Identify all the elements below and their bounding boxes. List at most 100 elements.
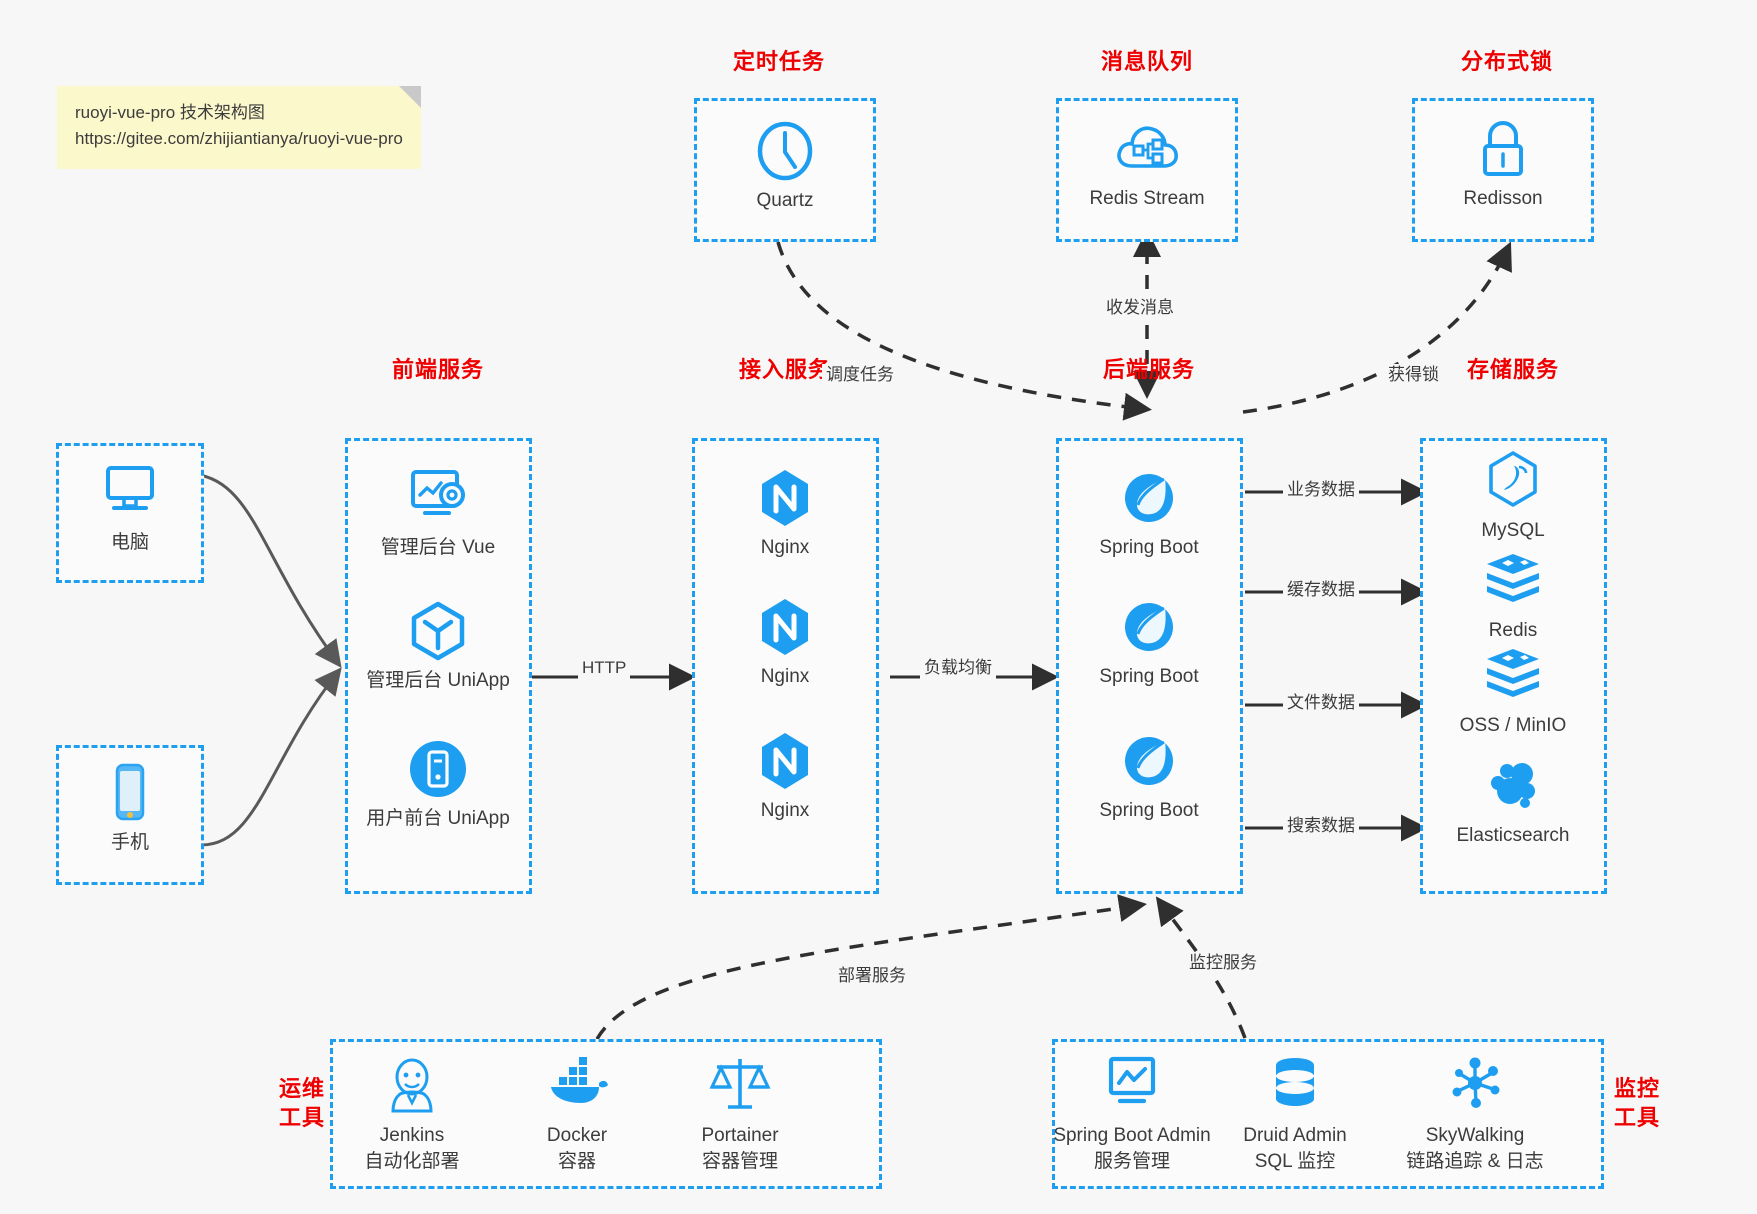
node-druid-admin[interactable]: Druid Admin SQL 监控 <box>1215 1055 1375 1174</box>
node-phone[interactable]: 手机 <box>50 762 210 856</box>
note-url: https://gitee.com/zhijiantianya/ruoyi-vu… <box>75 129 403 149</box>
node-mysql[interactable]: MySQL <box>1433 450 1593 544</box>
edge-label-search-data: 搜索数据 <box>1283 815 1359 838</box>
caption-line-1: 运维 <box>278 1076 325 1101</box>
node-nginx-3[interactable]: Nginx <box>705 730 865 824</box>
node-spring-boot-1[interactable]: Spring Boot <box>1069 467 1229 561</box>
note-fold-corner <box>398 86 421 108</box>
node-computer[interactable]: 电脑 <box>50 462 210 556</box>
edge-phone-to-frontend <box>199 667 342 847</box>
node-label: Elasticsearch <box>1456 825 1570 846</box>
node-label: Nginx <box>760 537 810 558</box>
elasticsearch-icon <box>1433 755 1593 817</box>
node-label: Druid Admin <box>1243 1125 1347 1146</box>
caption-message-queue: 消息队列 <box>1100 49 1193 74</box>
node-docker[interactable]: Docker 容器 <box>497 1055 657 1174</box>
node-oss-minio[interactable]: OSS / MinIO <box>1433 645 1593 739</box>
nginx-icon <box>705 467 865 529</box>
node-label: Docker <box>546 1125 608 1146</box>
admin-dashboard-icon <box>358 467 518 529</box>
node-label: 电脑 <box>110 532 149 553</box>
node-elasticsearch[interactable]: Elasticsearch <box>1433 755 1593 849</box>
node-spring-boot-3[interactable]: Spring Boot <box>1069 730 1229 824</box>
redis-stack-icon <box>1433 550 1593 612</box>
node-jenkins[interactable]: Jenkins 自动化部署 <box>332 1055 492 1174</box>
node-label: Nginx <box>760 666 810 687</box>
node-label: MySQL <box>1481 520 1545 541</box>
node-label: Redis Stream <box>1089 188 1205 209</box>
docker-whale-icon <box>497 1055 657 1117</box>
group-scheduled-task <box>694 98 876 242</box>
node-spring-boot-2[interactable]: Spring Boot <box>1069 596 1229 690</box>
edge-label-business-data: 业务数据 <box>1283 479 1359 502</box>
node-label: Redisson <box>1463 188 1543 209</box>
caption-devops-tools: 运维 工具 <box>255 1075 325 1132</box>
node-sublabel: 容器 <box>557 1150 596 1172</box>
caption-backend-service: 后端服务 <box>1102 357 1195 382</box>
node-label: OSS / MinIO <box>1459 715 1567 736</box>
node-spring-boot-admin[interactable]: Spring Boot Admin 服务管理 <box>1032 1055 1232 1174</box>
spring-boot-admin-monitor-icon <box>1032 1055 1232 1117</box>
skywalking-node-icon <box>1385 1055 1565 1117</box>
node-portainer[interactable]: Portainer 容器管理 <box>660 1055 820 1174</box>
node-label: Spring Boot <box>1099 537 1199 558</box>
node-label: Redis <box>1488 620 1538 641</box>
node-sublabel: 容器管理 <box>701 1150 778 1172</box>
mobile-app-icon <box>358 738 518 800</box>
node-sublabel: 自动化部署 <box>364 1150 460 1172</box>
cloud-stream-icon <box>1067 118 1227 180</box>
node-label: 用户前台 UniApp <box>366 808 510 829</box>
node-redisson[interactable]: Redisson <box>1423 118 1583 212</box>
node-label: 手机 <box>110 832 149 853</box>
node-skywalking[interactable]: SkyWalking 链路追踪 & 日志 <box>1385 1055 1565 1174</box>
edge-label-monitor-service: 监控服务 <box>1185 952 1261 975</box>
lock-icon <box>1423 118 1583 180</box>
edge-computer-to-frontend <box>199 473 342 668</box>
caption-scheduled-task: 定时任务 <box>732 49 825 74</box>
caption-line-2: 工具 <box>278 1104 325 1130</box>
caption-monitor-tools: 监控 工具 <box>1614 1075 1684 1132</box>
node-label: 管理后台 UniApp <box>366 670 510 691</box>
node-redis-stream[interactable]: Redis Stream <box>1067 118 1227 212</box>
node-redis[interactable]: Redis <box>1433 550 1593 644</box>
edge-acquire-lock <box>1242 241 1512 414</box>
nginx-icon <box>705 730 865 792</box>
node-label: Quartz <box>756 190 814 211</box>
clock-icon <box>705 120 865 182</box>
edge-label-acquire-lock: 获得锁 <box>1384 364 1443 387</box>
node-label: SkyWalking <box>1425 1125 1525 1146</box>
node-label: Spring Boot Admin <box>1053 1125 1211 1146</box>
group-monitor-tools <box>1052 1039 1604 1189</box>
caption-line-1: 监控 <box>1614 1076 1661 1101</box>
note-title: ruoyi-vue-pro 技术架构图 <box>75 103 265 122</box>
node-label: Spring Boot <box>1099 800 1199 821</box>
group-message-queue <box>1056 98 1238 242</box>
group-storage-service <box>1420 438 1607 894</box>
node-sublabel: 链路追踪 & 日志 <box>1406 1150 1544 1172</box>
edge-label-send-receive-message: 收发消息 <box>1102 297 1178 320</box>
node-label: 管理后台 Vue <box>380 537 496 558</box>
node-admin-vue[interactable]: 管理后台 Vue <box>358 467 518 561</box>
desktop-computer-icon <box>50 462 210 524</box>
mysql-dolphin-icon <box>1433 450 1593 512</box>
group-backend-service <box>1056 438 1243 894</box>
mobile-phone-icon <box>50 762 210 824</box>
node-quartz[interactable]: Quartz <box>705 120 865 214</box>
node-nginx-2[interactable]: Nginx <box>705 596 865 690</box>
spring-boot-icon <box>1069 730 1229 792</box>
portainer-scales-icon <box>660 1055 820 1117</box>
edge-label-http: HTTP <box>578 657 631 680</box>
caption-line-2: 工具 <box>1614 1104 1661 1130</box>
jenkins-butler-icon <box>332 1055 492 1117</box>
node-admin-uniapp[interactable]: 管理后台 UniApp <box>358 600 518 694</box>
oss-minio-icon <box>1433 645 1593 707</box>
node-user-uniapp[interactable]: 用户前台 UniApp <box>358 738 518 832</box>
caption-gateway-service: 接入服务 <box>738 357 831 382</box>
node-nginx-1[interactable]: Nginx <box>705 467 865 561</box>
edge-label-schedule-task: 调度任务 <box>822 364 898 387</box>
node-label: Spring Boot <box>1099 666 1199 687</box>
edge-label-deploy-service: 部署服务 <box>834 965 910 988</box>
edge-label-cache-data: 缓存数据 <box>1283 579 1359 602</box>
caption-storage-service: 存储服务 <box>1466 357 1559 382</box>
